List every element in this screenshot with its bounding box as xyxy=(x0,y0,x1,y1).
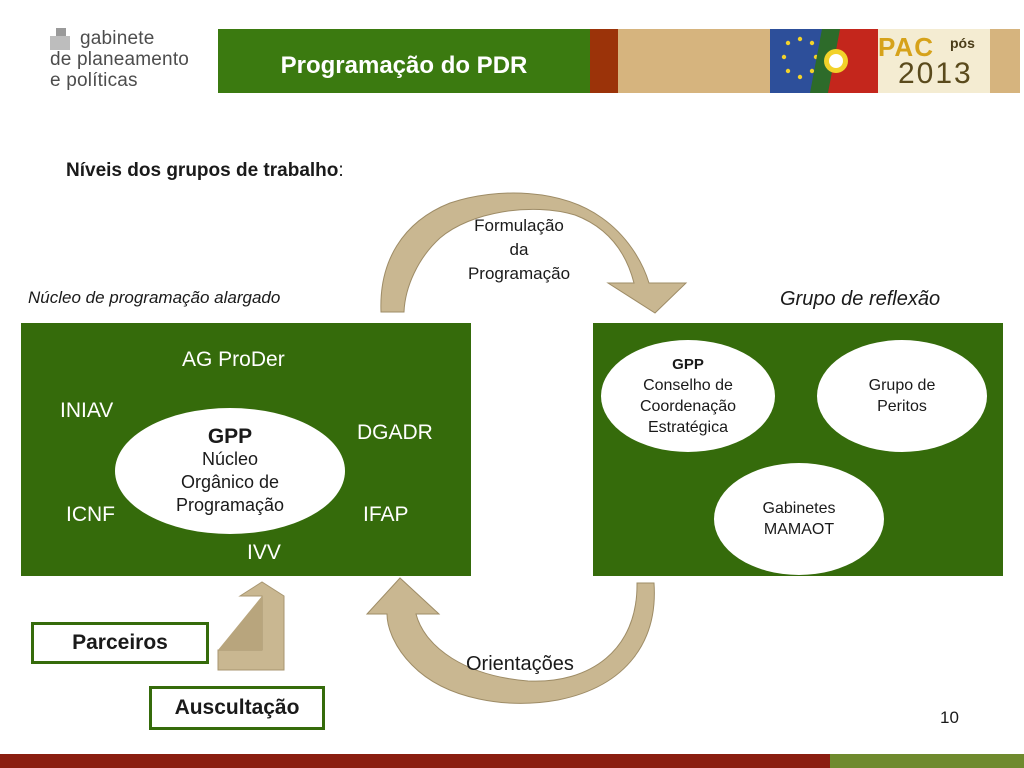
page-number: 10 xyxy=(940,708,959,727)
footer-bar-red xyxy=(0,754,830,768)
nucleo-alargado-label: Núcleo de programação alargado xyxy=(28,288,281,307)
pac-word: PAC xyxy=(878,32,934,62)
page-title: Programação do PDR xyxy=(280,52,528,79)
section-heading-suffix: : xyxy=(338,160,344,181)
auscultacao-box: Auscultação xyxy=(149,686,325,730)
section-heading-text: Níveis dos grupos de trabalho xyxy=(66,160,339,181)
org-ag-proder: AG ProDer xyxy=(182,348,285,371)
gpp-conselho-line-3: Estratégica xyxy=(647,419,729,436)
gpp-core-line-3: Programação xyxy=(175,495,285,515)
orientacoes-label: Orientações xyxy=(466,653,574,675)
gpp-nucleo-organico-ellipse: GPP Núcleo Orgânico de Programação xyxy=(115,408,345,534)
gabinetes-line-1: Gabinetes xyxy=(762,500,836,517)
bottom-curved-arrow-icon xyxy=(365,577,655,704)
gpp-core-title: GPP xyxy=(207,425,253,448)
auscultacao-arrow-fold-icon xyxy=(218,596,262,650)
grupo-reflexao-label: Grupo de reflexão xyxy=(780,288,941,310)
logo-mark-icon xyxy=(50,28,70,50)
grupo-peritos-ellipse: Grupo de Peritos xyxy=(817,340,987,452)
formulacao-line-1: Formulação xyxy=(474,216,564,235)
gpp-core-line-1: Núcleo xyxy=(201,449,259,469)
org-ivv: IVV xyxy=(247,541,281,564)
header-accent-red xyxy=(590,29,618,93)
formulacao-label: Formulação da Programação xyxy=(438,214,600,286)
pac-small: pós xyxy=(950,35,975,51)
top-curved-arrow-icon xyxy=(380,192,688,314)
gpp-conselho-ellipse: GPP Conselho de Coordenação Estratégica xyxy=(601,340,775,452)
header-accent-tan-right xyxy=(990,29,1020,93)
org-iniav: INIAV xyxy=(60,399,114,422)
flags-icon xyxy=(770,29,878,93)
section-heading: Níveis dos grupos de trabalho: xyxy=(66,160,344,182)
logo-text: gabinete de planeamento e políticas xyxy=(50,28,189,91)
gpp-conselho-line-2: Coordenação xyxy=(639,398,737,415)
title-bar: Programação do PDR xyxy=(218,29,590,93)
org-icnf: ICNF xyxy=(66,503,115,526)
logo-line-3: e políticas xyxy=(50,70,138,91)
gpp-logo: gabinete de planeamento e políticas xyxy=(50,28,210,98)
formulacao-line-3: Programação xyxy=(467,264,571,283)
flags-image xyxy=(770,29,878,93)
org-ifap: IFAP xyxy=(363,503,409,526)
gpp-conselho-line-1: Conselho de xyxy=(643,377,733,394)
gpp-core-line-2: Orgânico de xyxy=(180,472,280,492)
parceiros-box: Parceiros xyxy=(31,622,209,664)
logo-line-2: de planeamento xyxy=(50,49,190,70)
footer-bar-green xyxy=(830,754,1024,768)
org-dgadr: DGADR xyxy=(357,421,433,444)
gabinetes-line-2: MAMAOT xyxy=(763,521,835,538)
gpp-conselho-title: GPP xyxy=(672,356,704,373)
pac-year: 2013 xyxy=(898,57,973,90)
logo-line-1: gabinete xyxy=(80,28,155,49)
header-accent-tan xyxy=(618,29,770,93)
peritos-line-2: Peritos xyxy=(877,398,927,415)
formulacao-line-2: da xyxy=(509,240,529,259)
peritos-line-1: Grupo de xyxy=(868,377,936,394)
pac-badge: PAC pós 2013 xyxy=(878,29,990,93)
gabinetes-mamaot-ellipse: Gabinetes MAMAOT xyxy=(714,463,884,575)
